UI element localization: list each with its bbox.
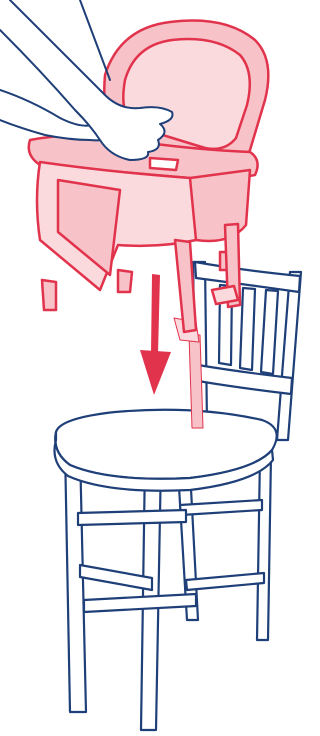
right-arm-inner: [80, 0, 110, 80]
booster-handle-slot: [150, 158, 178, 170]
chair-rung-side-left: [80, 565, 152, 590]
booster-foot-1: [42, 280, 56, 310]
chair-rung-side-2: [186, 573, 264, 590]
booster-side-right: [190, 170, 250, 241]
booster-foot-2: [118, 270, 132, 292]
booster-strap-clip: [212, 286, 238, 304]
chair-slat-2: [240, 288, 255, 370]
chair-back-post-right: [277, 272, 301, 440]
chair-rung-front-1: [78, 510, 186, 525]
chair-rung-front-2: [84, 594, 196, 612]
seat-strap-rear: [189, 335, 203, 428]
wooden-chair: [55, 262, 302, 730]
chair-slat-3: [261, 290, 278, 374]
down-arrow-icon: [140, 274, 171, 395]
chair-front-leg-left: [65, 448, 86, 712]
booster-strap-left: [175, 240, 196, 332]
chair-back-leg-right: [257, 455, 271, 640]
